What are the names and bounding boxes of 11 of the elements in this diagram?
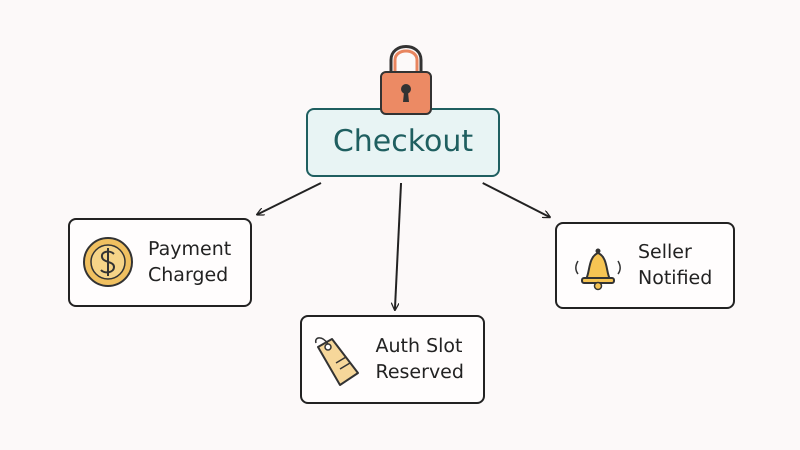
arrow (390, 182, 402, 312)
step-label: Payment Charged (148, 236, 232, 288)
step-box (68, 218, 252, 307)
step-box (555, 222, 735, 309)
step-label: Auth Slot Reserved (376, 334, 465, 384)
step-box (306, 108, 500, 177)
step-label: Seller Notified (638, 240, 714, 290)
arrow (482, 182, 552, 218)
arrow (256, 182, 322, 216)
step-label: Checkout (332, 123, 474, 162)
step-box (300, 315, 485, 404)
